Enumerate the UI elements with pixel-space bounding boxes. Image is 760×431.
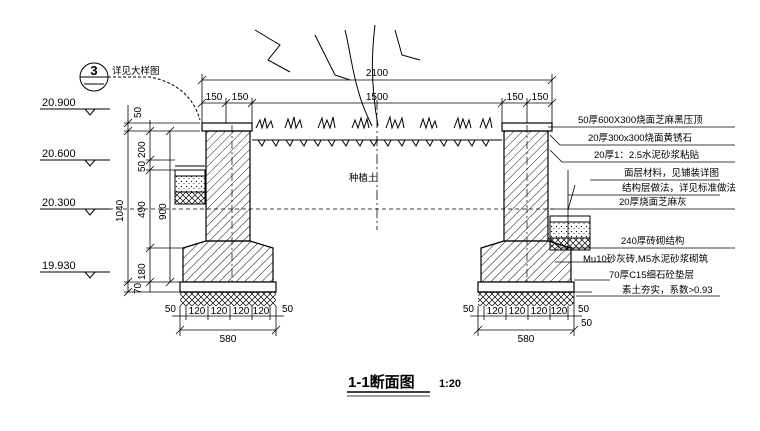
dim-left-a: 150 (206, 92, 223, 103)
level-20600: 20.600 (42, 148, 76, 160)
note-concrete: 70厚C15细石砼垫层 (609, 269, 694, 281)
bottom-left-right-edge: 50 (282, 304, 294, 315)
bottom-left-total: 580 (220, 334, 237, 345)
bottom-left-seg-1: 120 (189, 306, 206, 317)
bottom-dimensions-left (172, 306, 284, 336)
bottom-right-seg-2: 120 (509, 306, 526, 317)
drawing-title: 1-1断面图 (348, 373, 415, 391)
vertical-dimension-lines (123, 105, 200, 297)
bottom-right-left-edge: 50 (463, 304, 475, 315)
right-footing-ground (478, 292, 574, 306)
drawing-scale: 1:20 (439, 378, 461, 390)
vdim-900: 900 (158, 203, 169, 220)
note-brick-structure: 240厚砖砌结构 (621, 235, 684, 247)
left-footing-ground (180, 292, 276, 306)
detail-ref-number: 3 (90, 63, 97, 78)
bottom-dimensions-right (470, 291, 592, 336)
level-20300: 20.300 (42, 197, 76, 209)
vdim-180: 180 (137, 263, 148, 280)
grass-plants (255, 115, 493, 130)
bottom-right-vertical: 50 (581, 318, 593, 329)
center-label: 种植土 (349, 172, 378, 184)
note-coping: 50厚600X300烧面芝麻黑压顶 (578, 114, 703, 126)
bottom-left-seg-3: 120 (233, 306, 250, 317)
note-leaders (547, 126, 735, 297)
detail-ref-note: 详见大样图 (112, 65, 160, 77)
tree-sketch (254, 24, 421, 127)
note-soil: 素土夯实，系数>0.93 (622, 284, 713, 296)
right-wall (477, 122, 575, 293)
bottom-left-edge: 50 (165, 304, 177, 315)
left-paving (174, 165, 206, 205)
vdim-50-top: 50 (133, 106, 144, 118)
note-mortar: 20厚1：2.5水泥砂浆粘贴 (594, 149, 700, 161)
bottom-right-total: 580 (518, 334, 535, 345)
vdim-490: 490 (137, 201, 148, 218)
level-20900: 20.900 (42, 97, 76, 109)
dim-right-b: 150 (532, 92, 549, 103)
right-paving (549, 215, 591, 251)
bottom-right-seg-3: 120 (531, 306, 548, 317)
level-marks (40, 108, 110, 279)
bottom-left-seg-4: 120 (253, 306, 270, 317)
vdim-200: 200 (137, 141, 148, 158)
note-brick-mortar: Mu10砂灰砖,M5水泥砂浆砌筑 (583, 253, 709, 265)
bottom-right-seg-1: 120 (487, 306, 504, 317)
vdim-70: 70 (133, 282, 144, 294)
vdim-50: 50 (137, 160, 148, 172)
dim-inner: 1500 (366, 92, 389, 103)
dim-left-b: 150 (232, 92, 249, 103)
dim-overall: 2100 (366, 68, 389, 79)
detail-callout (79, 62, 201, 121)
vdim-1040: 1040 (115, 199, 126, 222)
bottom-left-seg-2: 120 (211, 306, 228, 317)
note-structure-layer: 结构层做法，详见标准做法 (622, 182, 736, 194)
dim-right-a: 150 (507, 92, 524, 103)
left-wall (179, 122, 277, 293)
note-surface-material: 面层材料，见铺装详图 (624, 167, 719, 179)
level-19930: 19.930 (42, 260, 76, 272)
bottom-right-right-edge: 50 (578, 304, 590, 315)
note-facing-stone: 20厚300x300烧面黄锈石 (588, 132, 692, 144)
bottom-right-seg-4: 120 (551, 306, 568, 317)
note-granite: 20厚烧面芝麻灰 (619, 196, 687, 208)
